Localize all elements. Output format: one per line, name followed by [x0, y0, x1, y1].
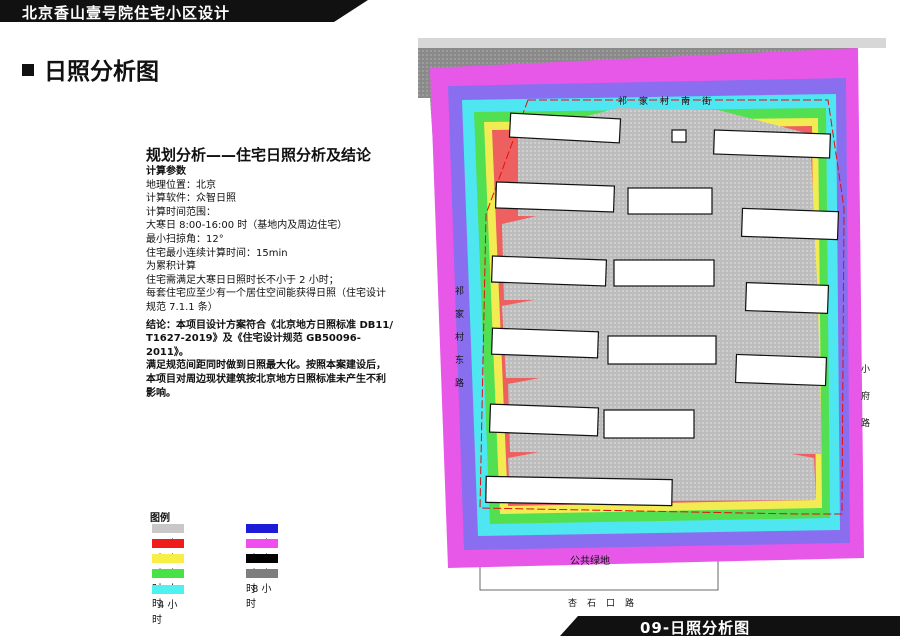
params-label: 计算参数 [146, 166, 186, 177]
legend: 图例 0 小时 1 小时 2 小时 3 小时 4 小时 5 小时 6 小时 7 … [150, 509, 278, 626]
sunlight-analysis-map: 祁家村南街 祁家村东路 小府路 公共绿地 杏石口路 [418, 38, 886, 616]
legend-swatch [152, 524, 184, 533]
east-road-label: 小府路 [859, 364, 870, 445]
header-bar-shape [0, 0, 368, 22]
building [508, 112, 622, 144]
building [734, 353, 828, 387]
green-space-label: 公共绿地 [570, 554, 610, 567]
road-labels: 祁家村南街 祁家村东路 小府路 公共绿地 杏石口路 [453, 95, 870, 609]
north-street-label: 祁家村南街 [618, 95, 723, 107]
param-line: 大寒日 8:00-16:00 时（基地内及周边住宅） [146, 220, 348, 232]
legend-swatch [152, 585, 184, 594]
building [744, 281, 830, 315]
legend-swatch [152, 554, 184, 563]
sheet-title: 09-日照分析图 [640, 619, 751, 637]
param-line: 每套住宅应至少有一个居住空间能获得日照（住宅设计 [146, 288, 386, 300]
conclusion-line: T1627-2019》及《住宅设计规范 GB50096-2011》。 [146, 333, 361, 358]
legend-swatch [152, 569, 184, 578]
building [607, 335, 717, 365]
south-road-label: 杏石口路 [568, 597, 644, 609]
conclusion: 结论：本项目设计方案符合《北京地方日照标准 DB11/ T1627-2019》及… [146, 319, 398, 401]
page-title-text: 日照分析图 [44, 59, 159, 85]
building [494, 181, 616, 213]
conclusion-line: 结论：本项目设计方案符合《北京地方日照标准 DB11/ [146, 319, 393, 331]
conclusion-line: 满足规范间距同时做到日照最大化。按照本案建设后， [146, 360, 386, 372]
param-line: 住宅最小连续计算时间：15min [146, 247, 288, 259]
building [740, 207, 840, 241]
param-line: 为累积计算 [146, 261, 196, 273]
legend-swatch [246, 524, 278, 533]
legend-item: 8 小时 [246, 569, 278, 610]
building [490, 327, 600, 359]
legend-label: 8 小时 [246, 584, 272, 610]
building [613, 259, 715, 287]
building [485, 475, 673, 507]
legend-title: 图例 [150, 513, 170, 524]
building [712, 129, 832, 159]
analysis-heading: 规划分析——住宅日照分析及结论 [146, 146, 372, 164]
legend-swatch [246, 539, 278, 548]
building [627, 187, 713, 215]
param-line: 规范 7.1.1 条） [146, 301, 218, 313]
building [488, 403, 600, 437]
param-line: 计算软件：众智日照 [146, 193, 236, 205]
legend-item: 4 小时 [152, 585, 184, 626]
building [671, 129, 687, 143]
site-plan-svg: 祁家村南街 祁家村东路 小府路 公共绿地 杏石口路 [418, 38, 886, 616]
legend-swatch [246, 554, 278, 563]
legend-swatch [152, 539, 184, 548]
conclusion-line: 本项目对周边现状建筑按北京地方日照标准未产生不利 [146, 373, 386, 385]
building [603, 409, 695, 439]
param-line: 计算时间范围： [146, 206, 216, 218]
footer-bar-shape [560, 616, 900, 636]
param-line: 住宅需满足大寒日日照时长不小于 2 小时； [146, 274, 339, 286]
analysis-params: 计算参数 地理位置：北京 计算软件：众智日照 计算时间范围： 大寒日 8:00-… [146, 165, 398, 400]
conclusion-line: 影响。 [146, 387, 176, 399]
legend-label: 4 小时 [152, 600, 178, 626]
north-strip [418, 38, 886, 48]
param-line: 地理位置：北京 [146, 179, 216, 191]
project-title: 北京香山壹号院住宅小区设计 [22, 4, 231, 22]
page-title: 日照分析图 [22, 52, 159, 86]
legend-swatch [246, 569, 278, 578]
west-road-label: 祁家村东路 [453, 285, 464, 401]
header-bar: 北京香山壹号院住宅小区设计 [0, 0, 900, 22]
buildings [485, 112, 840, 507]
footer-bar: 09-日照分析图 [0, 616, 900, 637]
title-square-icon [22, 64, 34, 76]
param-line: 最小扫掠角：12° [146, 233, 224, 245]
building [490, 255, 608, 287]
site-boundary [479, 99, 845, 515]
